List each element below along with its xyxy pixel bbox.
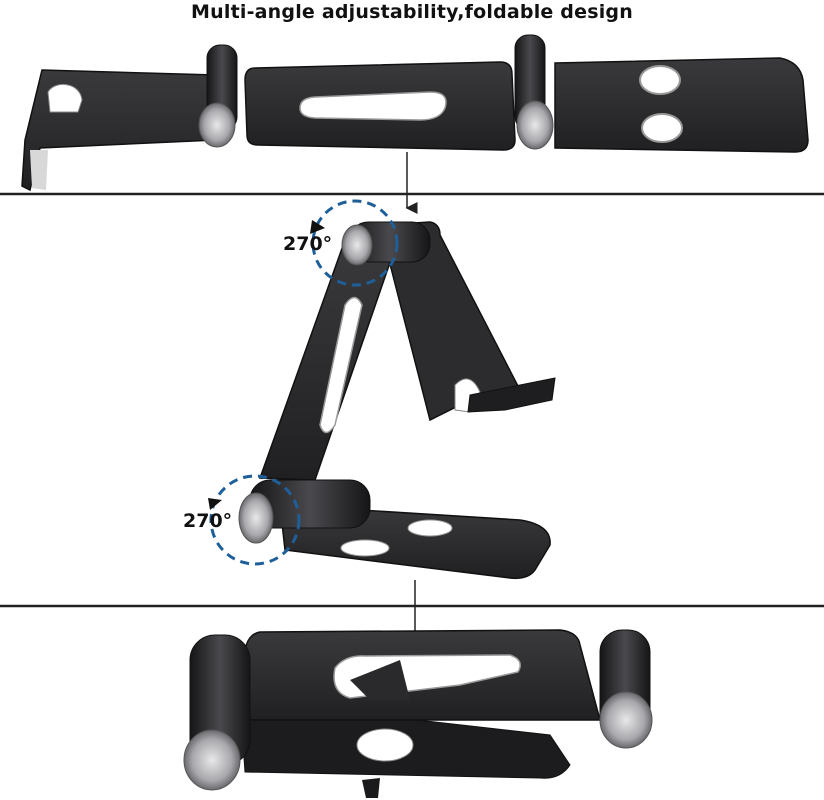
rotation-label-bottom: 270° [183, 510, 233, 532]
rotation-indicator [311, 199, 399, 287]
round-hole [407, 519, 453, 537]
rotation-label-top: 270° [283, 233, 333, 255]
round-hole [340, 539, 390, 557]
panel-standing [208, 199, 556, 580]
hinge-cap [599, 691, 653, 749]
hinge-cap [341, 224, 373, 266]
rotation-indicator [209, 474, 301, 566]
panel-unfolded [21, 34, 809, 192]
page-title: Multi-angle adjustability,foldable desig… [191, 1, 633, 23]
phone-hook [467, 377, 556, 413]
round-hole [641, 113, 683, 143]
hinge-cap [183, 729, 241, 791]
right-plate [554, 57, 809, 153]
round-hole [356, 728, 414, 762]
hinge-cap [198, 102, 236, 148]
round-hole [639, 65, 681, 95]
rotate-arrow-icon [208, 498, 222, 510]
rotate-arrow-icon [310, 220, 325, 234]
panel-folded [183, 629, 653, 798]
hinge-cap [238, 492, 274, 544]
kickstand-tab [362, 778, 380, 798]
slot-cutout [299, 91, 447, 121]
hinge-cap [516, 100, 554, 150]
